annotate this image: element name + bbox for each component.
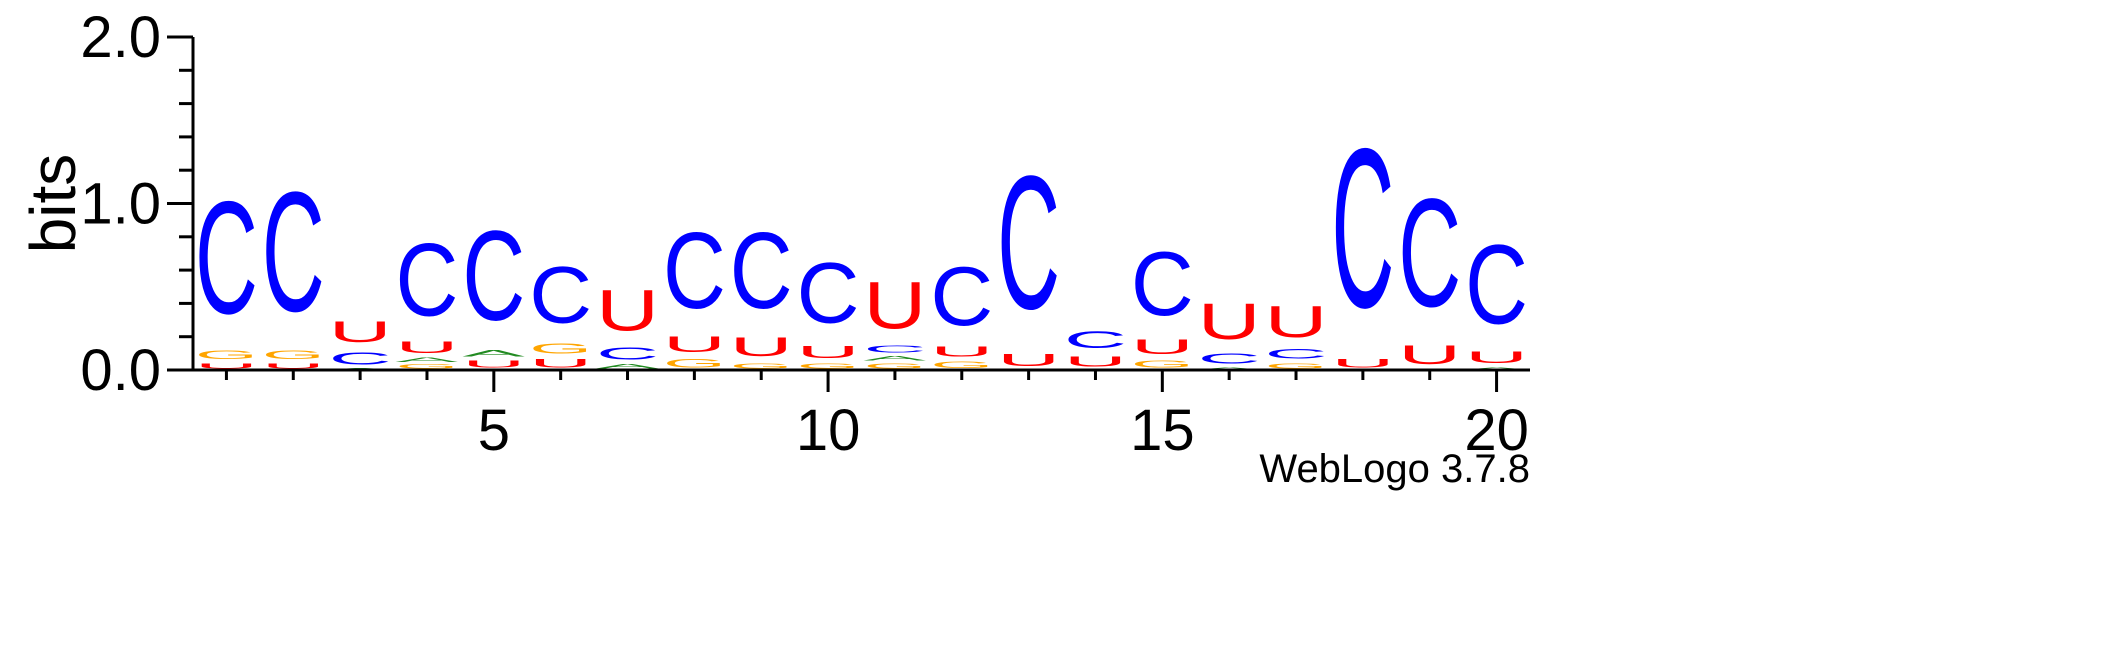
glyph-U-pos-15: U (1131, 335, 1194, 358)
glyph-U-pos-8: U (663, 332, 726, 357)
glyph-C-pos-9: C (730, 210, 793, 331)
glyph-U-pos-7: U (596, 278, 659, 343)
glyph-U-pos-2: U (262, 362, 325, 370)
glyph-C-pos-11: C (864, 343, 927, 355)
glyph-C-pos-6: C (529, 249, 592, 339)
glyph-A-pos-7: A (596, 363, 660, 370)
axes: 0.0 1.0 2.0 5 10 15 20 (80, 5, 1530, 463)
glyph-A-pos-20: A (1465, 367, 1529, 370)
glyph-U-pos-10: U (797, 342, 860, 362)
glyph-U-pos-12: U (930, 344, 993, 360)
glyph-C-pos-20: C (1465, 223, 1528, 348)
x-tick-label: 5 (478, 398, 510, 463)
glyph-U-pos-18: U (1331, 357, 1394, 370)
x-tick-label: 10 (796, 398, 861, 463)
glyph-U-pos-6: U (529, 357, 592, 370)
glyph-C-pos-18: C (1331, 102, 1394, 356)
y-axis-label: bits (17, 154, 89, 254)
glyph-C-pos-17: C (1265, 347, 1328, 362)
weblogo-credit: WebLogo 3.7.8 (1259, 447, 1530, 491)
x-tick-label: 15 (1130, 398, 1195, 463)
glyph-U-pos-14: U (1064, 354, 1127, 370)
glyph-G-pos-12: G (930, 360, 993, 370)
x-tick-label: 20 (1464, 398, 1529, 463)
glyph-C-pos-4: C (396, 222, 459, 338)
glyph-U-pos-17: U (1265, 296, 1328, 346)
glyph-U-pos-3: U (329, 315, 392, 348)
glyph-C-pos-14: C (1064, 326, 1127, 353)
logo-glyphs: UGCUGCACUGAUCUACUGCACUGUCGUCGUCGACUGUCUC… (195, 102, 1529, 370)
glyph-G-pos-11: G (864, 362, 927, 370)
glyph-U-pos-19: U (1398, 340, 1461, 370)
glyph-U-pos-1: U (195, 362, 258, 370)
glyph-G-pos-4: G (396, 363, 459, 370)
glyph-C-pos-5: C (462, 206, 525, 349)
glyph-A-pos-4: A (396, 357, 460, 364)
glyph-C-pos-7: C (596, 344, 659, 364)
glyph-G-pos-6: G (529, 340, 592, 357)
glyph-G-pos-8: G (663, 357, 726, 370)
y-tick-label: 1.0 (80, 172, 161, 237)
glyph-C-pos-13: C (997, 137, 1060, 349)
glyph-A-pos-16: A (1198, 367, 1262, 370)
glyph-U-pos-5: U (462, 358, 525, 370)
y-tick-label: 2.0 (80, 5, 161, 70)
glyph-C-pos-2: C (262, 156, 325, 348)
glyph-G-pos-15: G (1131, 358, 1194, 370)
glyph-A-pos-5: A (462, 348, 525, 358)
glyph-U-pos-11: U (864, 269, 927, 343)
glyph-G-pos-1: G (195, 349, 258, 362)
glyph-G-pos-2: G (262, 349, 325, 362)
glyph-C-pos-12: C (930, 251, 993, 344)
glyph-C-pos-16: C (1198, 350, 1261, 366)
glyph-U-pos-16: U (1198, 294, 1261, 350)
glyph-G-pos-9: G (730, 362, 793, 370)
glyph-C-pos-19: C (1398, 166, 1461, 340)
glyph-C-pos-3: C (329, 349, 392, 369)
glyph-C-pos-10: C (797, 246, 860, 342)
glyph-C-pos-15: C (1131, 233, 1194, 334)
glyph-U-pos-20: U (1465, 348, 1528, 366)
glyph-C-pos-1: C (195, 169, 258, 348)
glyph-U-pos-9: U (730, 332, 793, 362)
glyph-C-pos-8: C (663, 210, 726, 331)
y-tick-label: 0.0 (80, 338, 161, 403)
glyph-G-pos-10: G (797, 362, 860, 370)
glyph-U-pos-13: U (997, 350, 1060, 370)
glyph-G-pos-17: G (1265, 362, 1328, 370)
glyph-A-pos-11: A (864, 355, 928, 362)
glyph-U-pos-4: U (396, 338, 459, 356)
